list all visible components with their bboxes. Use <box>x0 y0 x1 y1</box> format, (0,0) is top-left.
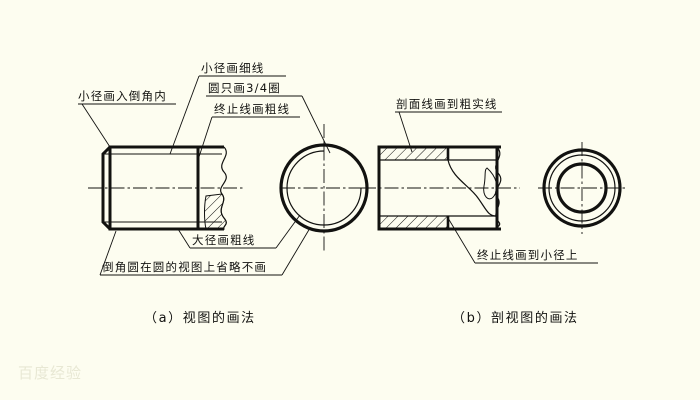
section-boundary-b <box>447 159 497 217</box>
break-line-b <box>495 146 502 230</box>
leader-hatch-to-thick-line <box>398 111 413 153</box>
leader-chamfer-omitted-right <box>281 227 311 276</box>
caption-figure-a: （a）视图的画法 <box>144 311 256 326</box>
section-hatch-b-bottom <box>379 216 448 229</box>
annotation-small-dia-thin-line: 小径画细线 <box>201 61 265 75</box>
annotation-termination-to-small-dia: 终止线画到小径上 <box>477 248 579 262</box>
figure-a-main-view <box>88 145 243 231</box>
leader-termination-thick-line <box>197 116 213 161</box>
section-hatch-a <box>204 193 227 230</box>
baidu-watermark: 百度经验 <box>18 364 83 382</box>
leader-lines-a <box>78 75 331 276</box>
leader-termination-to-small-dia <box>447 217 476 264</box>
outer-thin-circle-b <box>548 154 616 222</box>
break-inner-loop-b <box>483 167 498 200</box>
leader-chamfer-omitted-left <box>99 230 117 276</box>
minor-diameter-three-quarter-arc-a <box>286 150 362 226</box>
outer-thick-circle-b <box>542 148 622 228</box>
leader-small-dia-thin-line <box>169 75 200 155</box>
leader-small-dia-into-chamfer <box>81 103 111 148</box>
inner-thick-circle-b <box>556 162 608 214</box>
leader-lines-b <box>395 111 598 264</box>
section-hatch-b-top <box>379 147 448 160</box>
leader-three-quarter-circle <box>301 95 331 154</box>
leader-large-dia-thick-line <box>177 228 191 249</box>
annotation-chamfer-circle-omitted: 倒角圆在圆的视图上省略不画 <box>102 260 268 274</box>
annotation-three-quarter-circle: 圆只画3/4圈 <box>208 81 281 95</box>
chamfer-face-a <box>101 145 112 231</box>
leader-large-dia-to-circle <box>275 214 301 249</box>
annotation-hatch-to-thick-line: 剖面线画到粗实线 <box>396 97 498 111</box>
annotation-small-dia-into-chamfer: 小径画入倒角内 <box>78 89 167 103</box>
annotation-large-dia-thick-line: 大径画粗线 <box>192 233 256 247</box>
figure-a-end-view <box>279 124 369 252</box>
figure-b-main-view <box>362 145 520 231</box>
figure-b-end-view <box>538 142 626 234</box>
caption-figure-b: （b）剖视图的画法 <box>452 311 579 326</box>
annotation-termination-thick-line: 终止线画粗线 <box>214 102 291 116</box>
